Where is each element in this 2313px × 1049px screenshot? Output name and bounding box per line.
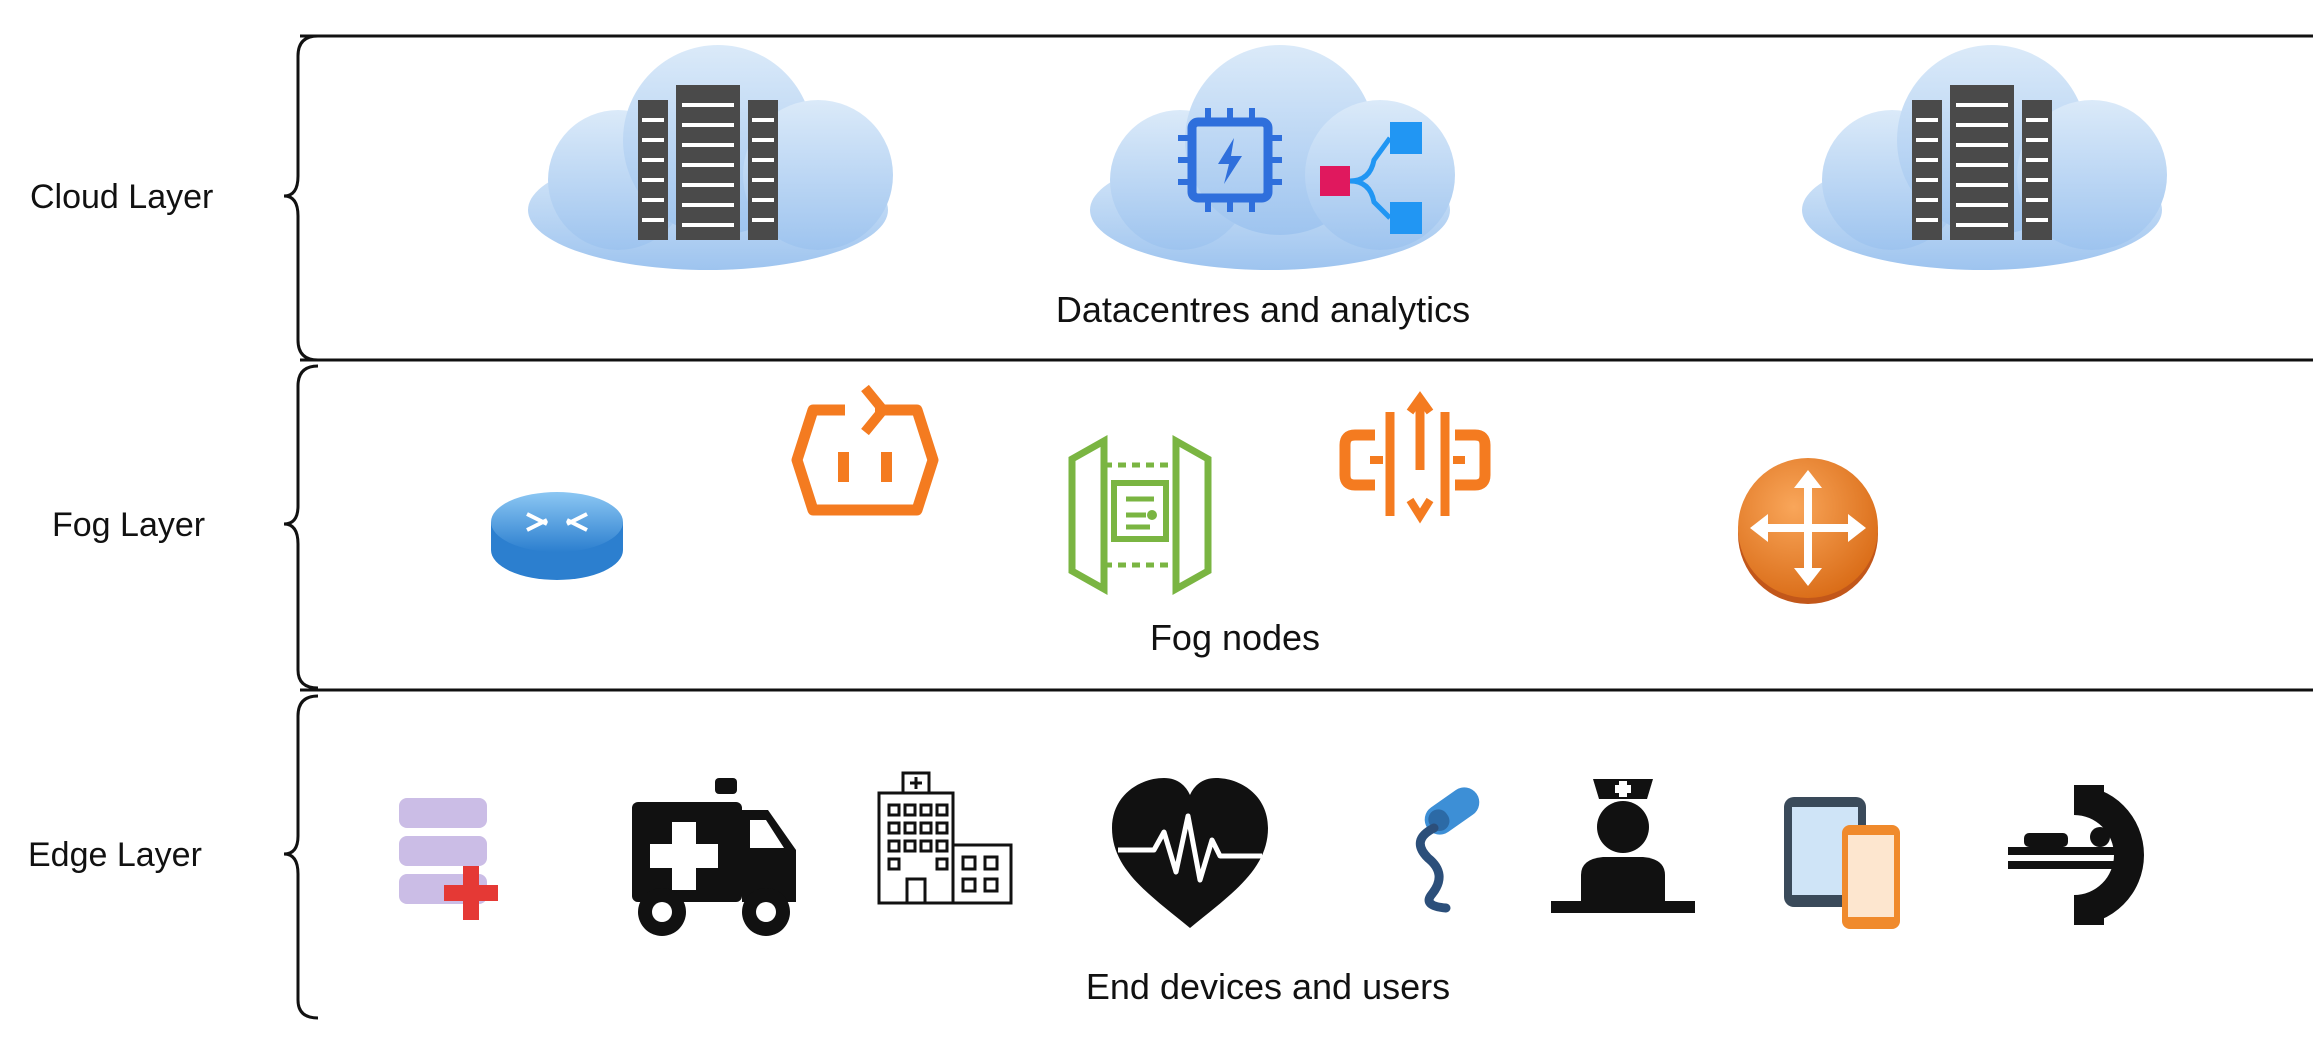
edge-layer-label: Edge Layer: [28, 836, 202, 874]
fog-brace: [283, 364, 319, 690]
cloud-datacenter-icon: [528, 45, 893, 270]
nurse-icon: [1551, 779, 1695, 913]
medical-records-icon: [399, 798, 498, 920]
edge-brace: [283, 694, 319, 1020]
cloud-datacenter-icon: [1802, 45, 2167, 270]
sensor-icon: [1415, 787, 1480, 913]
switch-icon: [1068, 435, 1212, 595]
fog-layer-caption: Fog nodes: [1150, 617, 1320, 658]
cloud-layer-label: Cloud Layer: [30, 178, 213, 216]
cloud-analytics-icon: [1090, 45, 1455, 270]
gateway-icon: [791, 384, 939, 516]
mri-scanner-icon: [2008, 785, 2144, 925]
heart-rate-icon: [1112, 778, 1268, 928]
fog-layer-label: Fog Layer: [52, 506, 205, 544]
firewall-icon: [1339, 391, 1491, 524]
hospital-icon: [877, 771, 1013, 905]
edge-layer-caption: End devices and users: [1086, 966, 1450, 1007]
cloud-layer-caption: Datacentres and analytics: [1056, 289, 1470, 330]
tablet-phone-icon: [1784, 797, 1900, 929]
ambulance-icon: [632, 778, 796, 936]
router-icon: [491, 492, 623, 580]
router-hub-icon: [1738, 458, 1878, 604]
cloud-brace: [283, 34, 319, 362]
